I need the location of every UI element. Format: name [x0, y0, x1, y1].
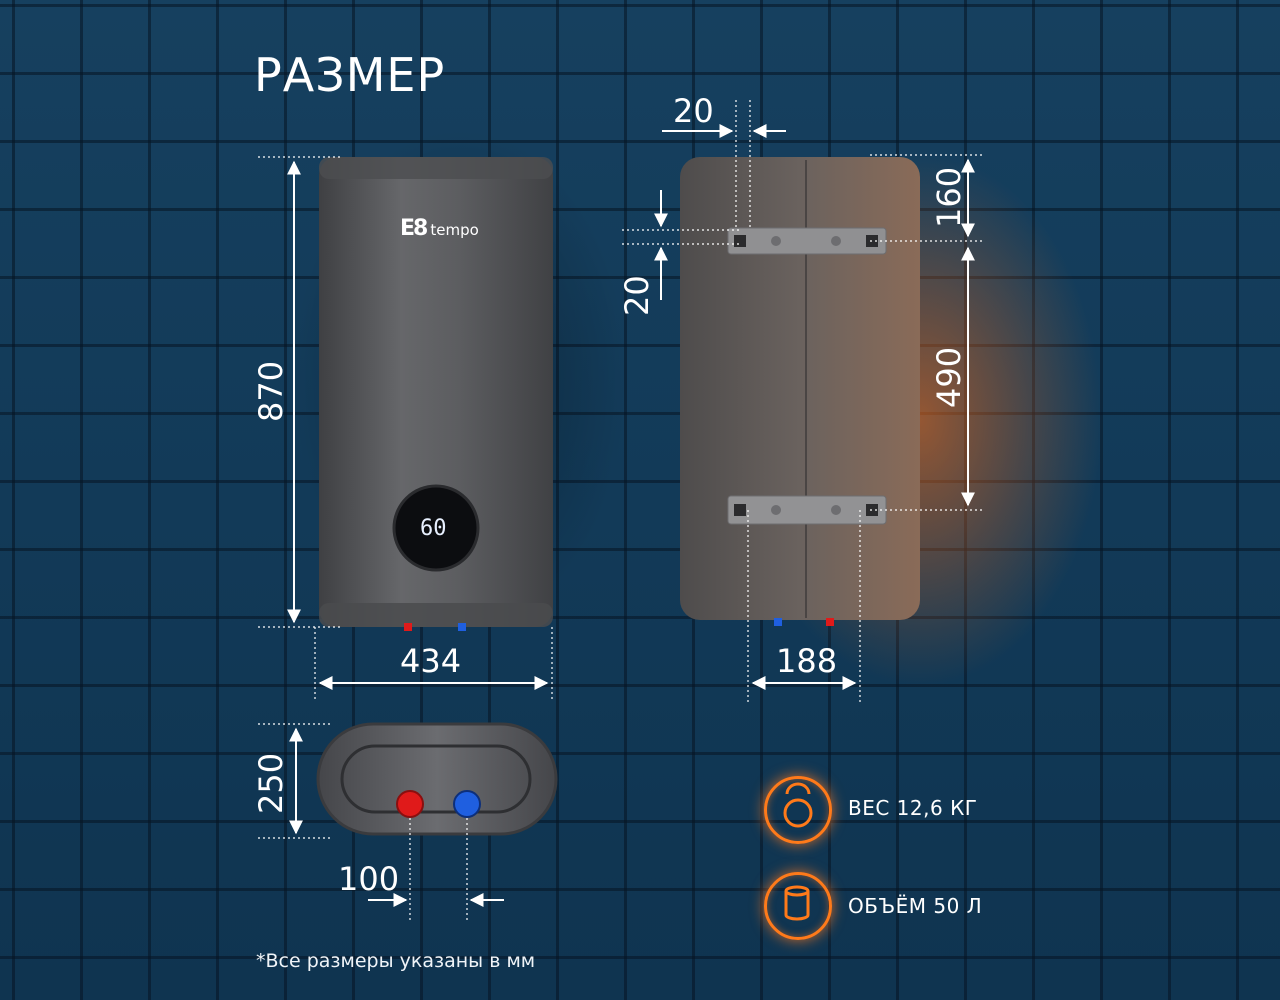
spec-weight: ВЕС 12,6 КГ: [848, 796, 978, 820]
dimension-width: 434: [400, 642, 462, 680]
top-bracket: [727, 227, 887, 255]
page-title: РАЗМЕР: [254, 48, 446, 102]
dimension-bracket-spacing: 490: [930, 346, 968, 408]
dimension-bracket-height: 20: [618, 275, 656, 316]
hot-water-outlet: [396, 790, 424, 818]
footnote: *Все размеры указаны в мм: [256, 950, 536, 972]
volume-badge: [764, 872, 832, 940]
brand-logo: E8: [400, 216, 428, 241]
dimension-bracket-offset: 20: [673, 92, 714, 130]
brand-name: tempo: [430, 221, 479, 239]
cold-water-inlet: [453, 790, 481, 818]
dimension-top-to-bracket: 160: [930, 166, 968, 228]
heater-top-view: [316, 722, 558, 836]
control-panel[interactable]: [392, 484, 480, 572]
dimension-height: 870: [252, 360, 290, 422]
spec-volume: ОБЪЁМ 50 Л: [848, 894, 983, 918]
bottom-bracket: [727, 495, 887, 525]
dimension-lines: [258, 100, 985, 920]
dimension-bracket-width: 188: [776, 642, 838, 680]
dimension-pipe-spacing: 100: [338, 860, 400, 898]
heater-back: [680, 157, 920, 626]
heater-front: [319, 157, 553, 631]
weight-badge: [764, 776, 832, 844]
dimension-depth: 250: [252, 752, 290, 814]
temperature-display: 60: [420, 516, 447, 541]
